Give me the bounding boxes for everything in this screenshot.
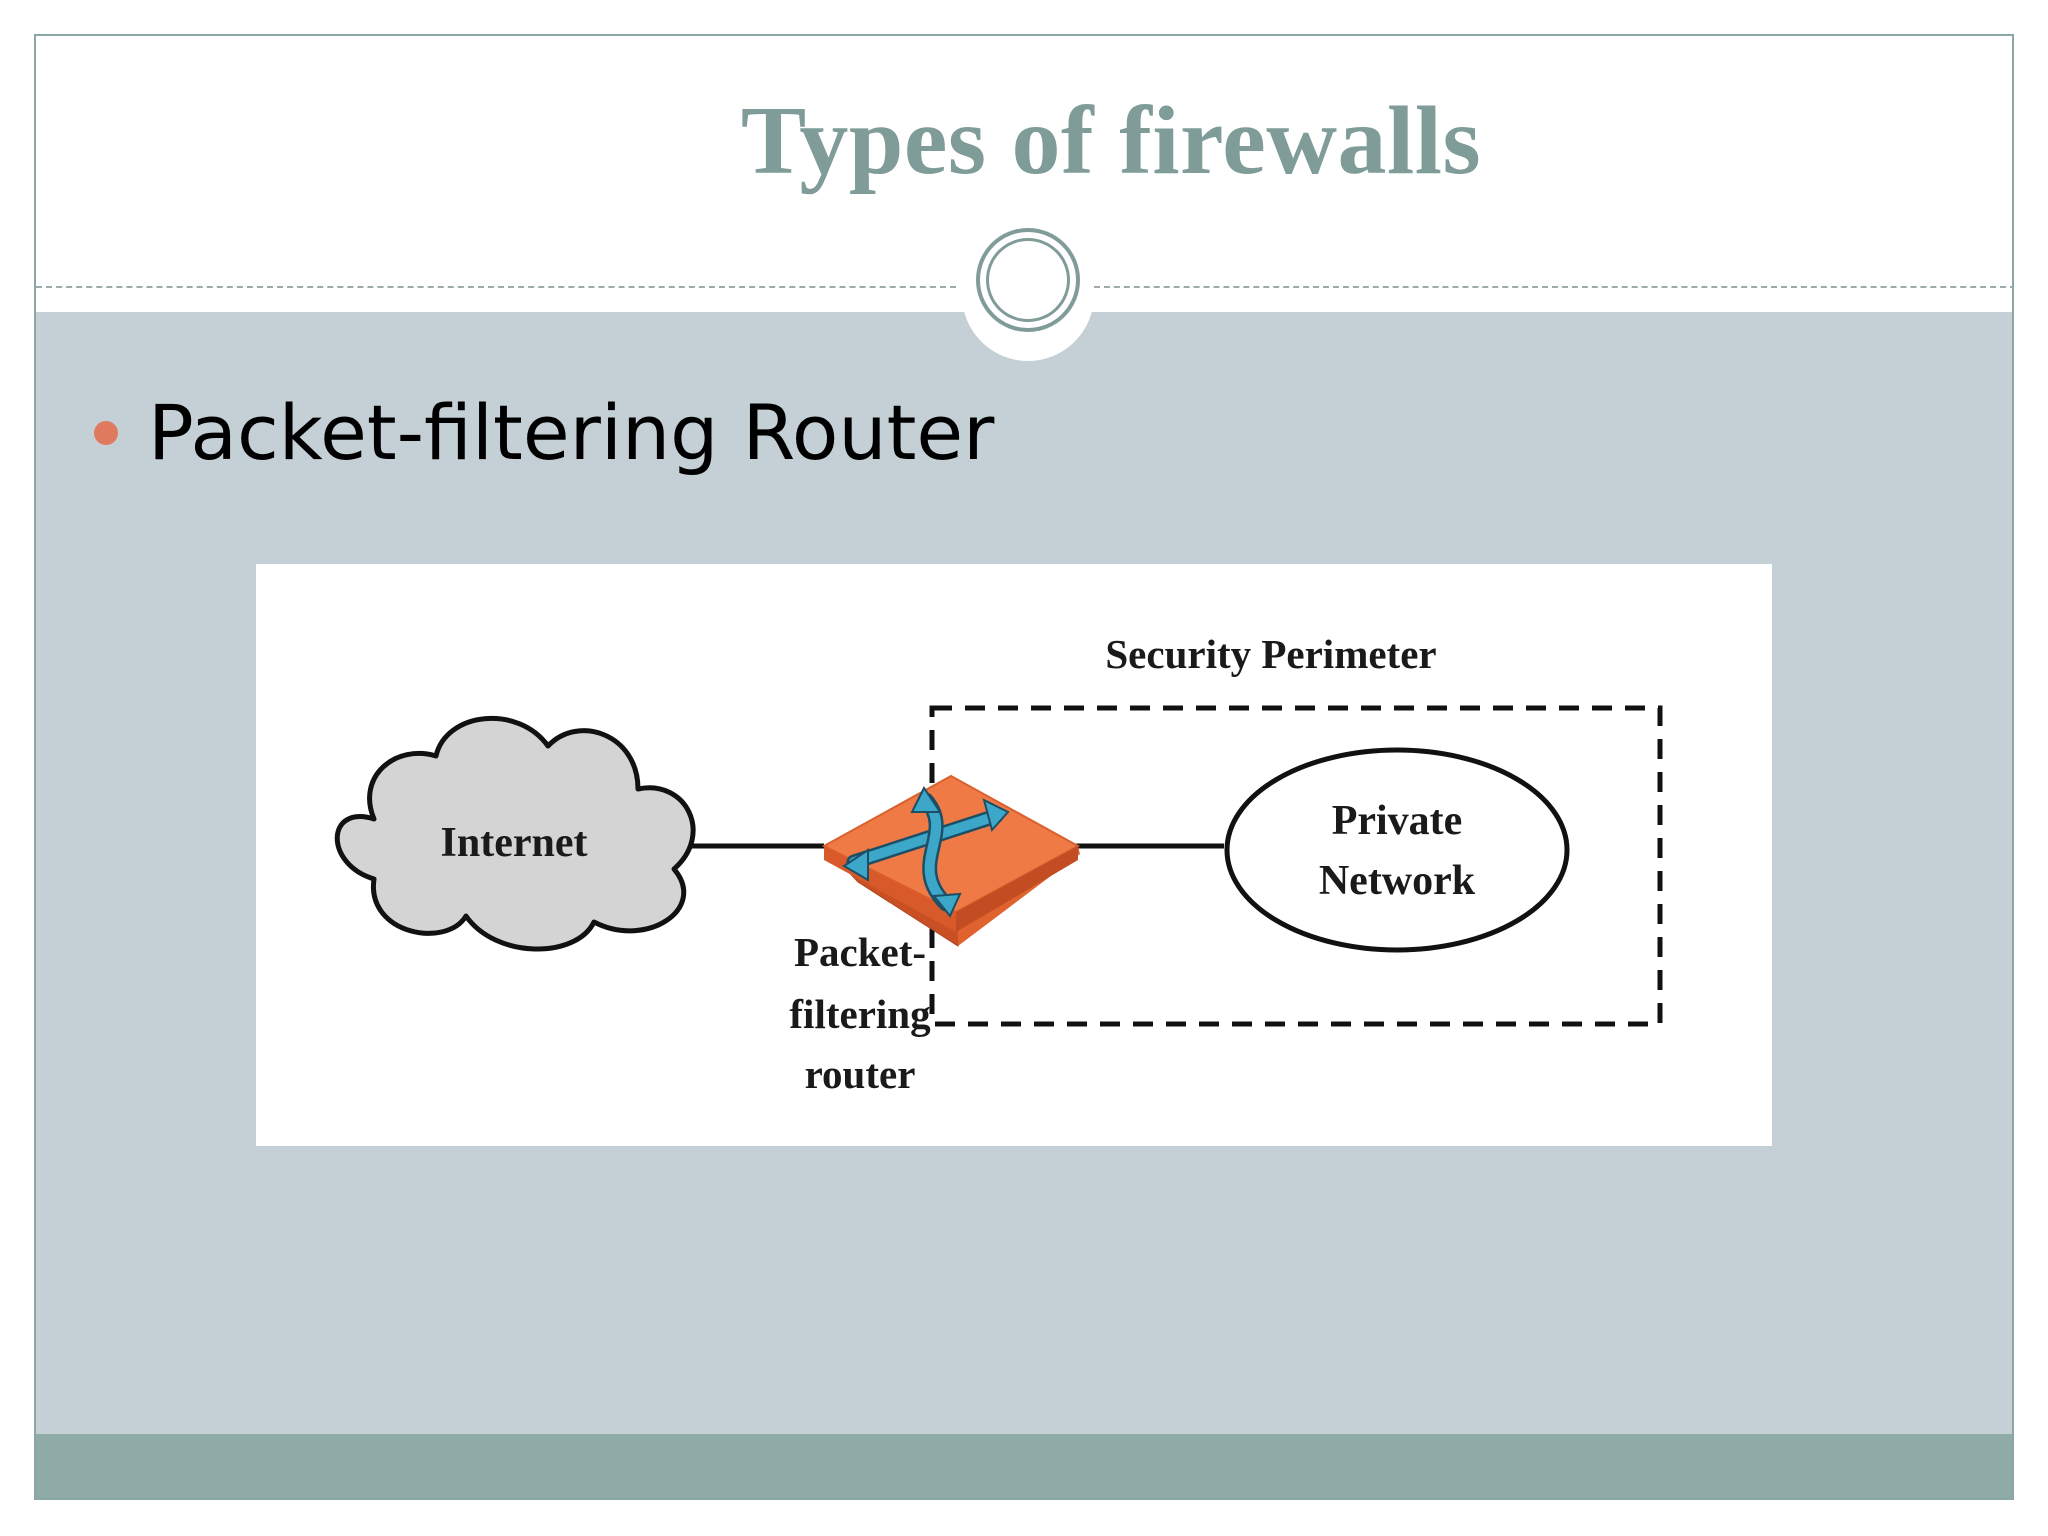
private-network-ellipse bbox=[1224, 747, 1570, 953]
bullet-icon bbox=[94, 421, 118, 445]
private-network-label-line1: Private bbox=[1332, 798, 1463, 844]
title-divider-right bbox=[1094, 286, 2012, 288]
private-network-label-line2: Network bbox=[1319, 858, 1476, 904]
slide: Types of firewalls Packet-filtering Rout… bbox=[34, 34, 2014, 1500]
circle-ornament-outer-ring bbox=[976, 228, 1080, 332]
router-label-line1: Packet- bbox=[794, 929, 926, 975]
circle-ornament-inner-ring bbox=[986, 238, 1070, 322]
router-icon bbox=[821, 774, 1081, 947]
router-label-line2: filtering bbox=[789, 991, 931, 1037]
slide-title: Types of firewalls bbox=[740, 87, 1482, 195]
footer-bar bbox=[36, 1434, 2012, 1498]
cloud-icon bbox=[334, 715, 696, 952]
internet-label: Internet bbox=[441, 820, 588, 866]
title-divider-left bbox=[36, 286, 956, 288]
bullet-text: Packet-filtering Router bbox=[148, 388, 995, 477]
diagram-svg: Security Perimeter Internet bbox=[334, 631, 1663, 1097]
firewall-diagram: Security Perimeter Internet bbox=[256, 564, 1772, 1146]
security-perimeter-label: Security Perimeter bbox=[1105, 631, 1436, 677]
bullet-item: Packet-filtering Router bbox=[94, 388, 994, 478]
router-label-line3: router bbox=[805, 1051, 916, 1097]
